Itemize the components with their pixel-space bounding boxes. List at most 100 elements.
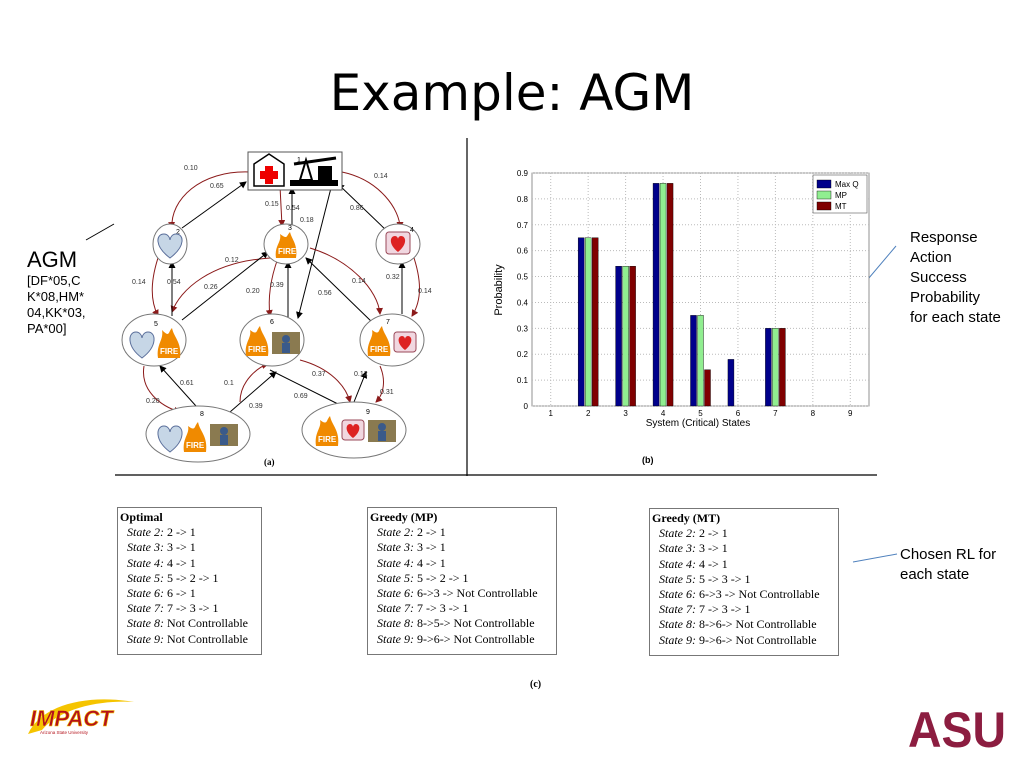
edge [296, 183, 333, 319]
policy-state: State 8: [659, 617, 696, 632]
policy-action: 3 -> 1 [696, 541, 728, 556]
edge [269, 369, 347, 409]
edge-label: 0.20 [246, 288, 260, 295]
edge-label: 0.14 [132, 279, 146, 286]
x-tick-label: 9 [848, 409, 853, 418]
policy-row: State 6: 6->3 -> Not Controllable [650, 587, 838, 602]
state-node-7: 7 FIRE [359, 313, 425, 367]
y-tick-label: 0.2 [517, 350, 529, 359]
policy-action: 6->3 -> Not Controllable [414, 586, 538, 601]
bar-mp [772, 328, 779, 407]
edge [337, 183, 389, 233]
policy-row: State 9: 9->6-> Not Controllable [368, 632, 556, 647]
edge-labels: 0.10 0.65 0.14 0.15 0.54 0.18 0.86 0.12 … [132, 165, 432, 410]
bar-mt [779, 328, 786, 407]
rl-pointer-line [852, 553, 898, 563]
policy-table-greedy-mp: Greedy (MP) State 2: 2 -> 1 State 3: 3 -… [367, 507, 557, 655]
agm-heading: AGM [27, 247, 78, 272]
edge [375, 365, 384, 403]
policy-row: State 2: 2 -> 1 [650, 526, 838, 541]
edge [181, 251, 269, 321]
node-label: 5 [154, 321, 158, 328]
bar-mp [622, 265, 629, 407]
bar-mp [697, 315, 704, 407]
edge-label: 0.12 [225, 257, 239, 264]
edge [265, 257, 279, 317]
edge [299, 359, 352, 403]
policy-header: Greedy (MT) [652, 511, 721, 525]
state-node-4: 4 [375, 223, 421, 265]
edge [341, 171, 404, 229]
legend-swatch [816, 179, 832, 189]
policy-row: State 4: 4 -> 1 [650, 557, 838, 572]
edge-label: 0.54 [286, 205, 300, 212]
fire-icon: FIRE [183, 422, 207, 452]
policies-caption: (c) [530, 679, 542, 690]
y-tick-label: 0.1 [517, 376, 529, 385]
edge-label: 0.39 [270, 282, 284, 289]
edge-label: 0.54 [167, 279, 181, 286]
oil-pump-icon [290, 156, 338, 186]
x-tick-label: 3 [623, 409, 628, 418]
state-node-1: 1 [247, 151, 343, 191]
state-node-9: 9 FIRE [301, 401, 407, 459]
y-tick-label: 0.6 [517, 247, 529, 256]
person-icon [210, 424, 238, 446]
policy-state: State 2: [127, 525, 164, 540]
bar-mp [584, 237, 592, 407]
policy-row: State 3: 3 -> 1 [118, 540, 261, 555]
legend-label: MP [835, 191, 847, 200]
policy-row: State 9: 9->6-> Not Controllable [650, 633, 838, 648]
edge-label: 0.69 [294, 393, 308, 400]
edge-label: 0.26 [204, 284, 218, 291]
edge [170, 257, 271, 313]
edge-label: 0.61 [180, 380, 194, 387]
policy-row: State 5: 5 -> 3 -> 1 [650, 572, 838, 587]
policy-table-greedy-mt: Greedy (MT) State 2: 2 -> 1 State 3: 3 -… [649, 508, 839, 656]
state-transition-diagram: 0.10 0.65 0.14 0.15 0.54 0.18 0.86 0.12 … [121, 151, 432, 467]
edge [411, 251, 420, 317]
bar-max-q [615, 265, 622, 407]
policy-state: State 3: [659, 541, 696, 556]
edge-label: 0.15 [265, 201, 279, 208]
x-tick-label: 2 [586, 409, 591, 418]
policy-action: 4 -> 1 [696, 556, 728, 571]
fire-icon: FIRE [245, 326, 269, 356]
x-tick-label: 8 [811, 409, 816, 418]
svg-text:FIRE: FIRE [160, 347, 179, 356]
policy-state: State 5: [377, 570, 414, 585]
y-ticks: 00.10.20.30.40.50.60.70.80.9 [517, 169, 529, 411]
rl-annotation: Chosen RL for each state [900, 545, 1020, 585]
policy-state: State 7: [127, 601, 164, 616]
policy-state: State 8: [377, 616, 414, 631]
x-tick-label: 5 [698, 409, 703, 418]
edge-label: 0.31 [380, 389, 394, 396]
node-label: 8 [200, 411, 204, 418]
y-tick-label: 0.9 [517, 169, 529, 178]
edge [159, 365, 197, 407]
hospital-icon [253, 153, 285, 187]
state-node-6: 6 FIRE [239, 313, 305, 367]
policy-row: State 5: 5 -> 2 -> 1 [118, 571, 261, 586]
x-tick-label: 4 [661, 409, 666, 418]
edge-label: 0.14 [374, 173, 388, 180]
node-label: 6 [270, 319, 274, 326]
y-axis-label: Probability [493, 264, 505, 316]
state-node-8: 8 FIRE [145, 405, 251, 463]
policy-action: 3 -> 1 [164, 540, 196, 555]
annotation-line: for each state [910, 309, 1001, 326]
legend-swatch [816, 190, 832, 200]
edge-label: 0.39 [249, 403, 263, 410]
policy-row: State 8: 8->5-> Not Controllable [368, 616, 556, 631]
policy-action: 7 -> 3 -> 1 [696, 602, 751, 617]
policy-action: 4 -> 1 [164, 555, 196, 570]
policy-state: State 5: [659, 571, 696, 586]
annotation-line: Response [910, 229, 978, 246]
policy-action: 9->6-> Not Controllable [696, 632, 817, 647]
legend-swatch [816, 201, 832, 211]
fire-icon: FIRE [157, 328, 181, 358]
policy-state: State 6: [659, 587, 696, 602]
bars-layer [577, 183, 786, 407]
bar-max-q [577, 237, 585, 407]
